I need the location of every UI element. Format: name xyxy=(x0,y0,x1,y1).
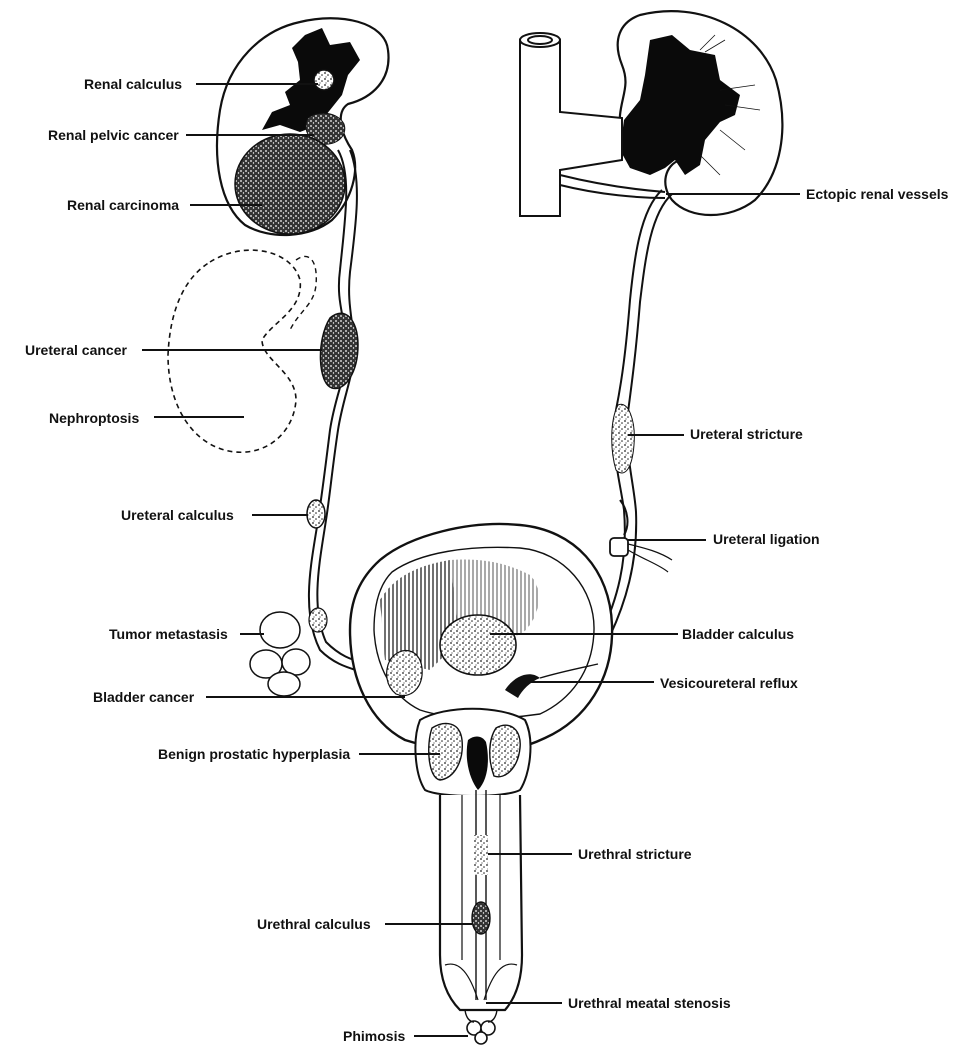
nephroptosis-kidney-outline xyxy=(167,249,301,453)
great-vessels xyxy=(519,32,623,217)
renal-pelvis xyxy=(262,28,360,132)
left-kidney xyxy=(215,17,390,237)
right-renal-pelvis xyxy=(620,35,740,175)
label-phimosis: Phimosis xyxy=(343,1028,406,1044)
phimosis-foreskin xyxy=(464,1009,498,1045)
label-ectopic-renal-vessels: Ectopic renal vessels xyxy=(806,186,949,202)
label-ureteral-ligation: Ureteral ligation xyxy=(713,531,820,547)
bladder-cancer xyxy=(386,650,423,697)
urethral-calculus xyxy=(471,901,491,935)
prostate xyxy=(414,707,532,797)
bladder xyxy=(348,522,614,754)
urethral-stricture xyxy=(474,835,488,875)
label-ureteral-stricture: Ureteral stricture xyxy=(690,426,803,442)
right-kidney xyxy=(616,10,784,217)
label-renal-carcinoma: Renal carcinoma xyxy=(67,197,180,213)
label-benign-prostatic-hyperplasia: Benign prostatic hyperplasia xyxy=(158,746,351,762)
label-vesicoureteral-reflux: Vesicoureteral reflux xyxy=(660,675,798,691)
vesicoureteral-reflux-jet xyxy=(505,674,540,698)
label-urethral-calculus: Urethral calculus xyxy=(257,916,371,932)
ureteral-calculus xyxy=(306,499,326,529)
ectopic-renal-vessel xyxy=(559,174,666,193)
urethra xyxy=(475,790,487,1000)
ureteral-ligation xyxy=(609,499,673,573)
ureteral-stricture xyxy=(611,403,635,474)
penis xyxy=(438,790,524,1045)
leader-lines xyxy=(142,83,800,1037)
ureteral-cancer xyxy=(319,312,359,390)
label-ureteral-calculus: Ureteral calculus xyxy=(121,507,234,523)
left-ureter xyxy=(307,149,363,673)
label-bladder-calculus: Bladder calculus xyxy=(682,626,795,642)
label-nephroptosis: Nephroptosis xyxy=(49,410,140,426)
renal-calculus xyxy=(313,69,335,91)
renal-carcinoma xyxy=(234,133,346,235)
label-renal-calculus: Renal calculus xyxy=(84,76,183,92)
tumor-metastasis-nodes xyxy=(249,607,328,697)
label-urethral-meatal-stenosis: Urethral meatal stenosis xyxy=(568,995,731,1011)
label-ureteral-cancer: Ureteral cancer xyxy=(25,342,127,358)
label-urethral-stricture: Urethral stricture xyxy=(578,846,692,862)
label-bladder-cancer: Bladder cancer xyxy=(93,689,195,705)
label-tumor-metastasis: Tumor metastasis xyxy=(109,626,228,642)
bladder-calculus xyxy=(439,614,517,676)
label-renal-pelvic-cancer: Renal pelvic cancer xyxy=(48,127,179,143)
